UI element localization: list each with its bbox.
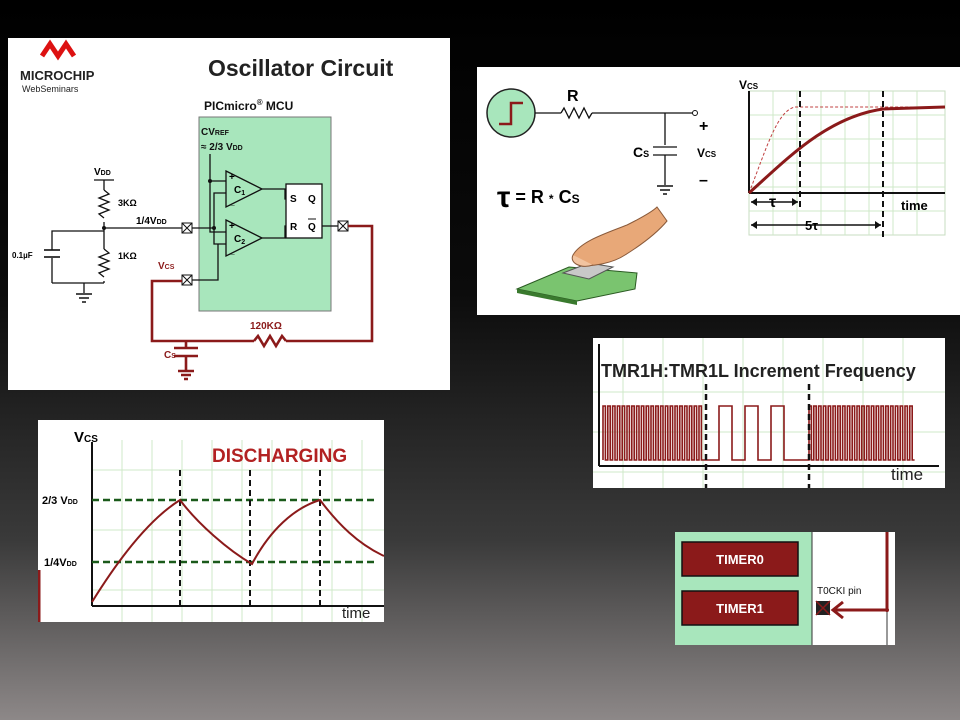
plus-label: + <box>699 118 708 135</box>
oscillator-circuit-diagram: MICROCHIP WebSeminars Oscillator Circuit… <box>12 39 394 381</box>
tmr-frequency-panel: TMR1H:TMR1L Increment Frequency time <box>593 338 945 488</box>
tmr-frequency-diagram: TMR1H:TMR1L Increment Frequency time <box>593 338 945 488</box>
cvref-label: CVREF <box>201 127 230 138</box>
logo-name: MICROCHIP <box>20 68 95 83</box>
cvref-value: ≈ 2/3 VDD <box>201 142 243 153</box>
latch-q: Q <box>308 194 316 205</box>
c1-minus: _ <box>228 196 235 207</box>
tmr-x-label: time <box>891 465 923 484</box>
ground-icon <box>76 293 92 303</box>
graph-x-label: time <box>901 198 928 213</box>
oscillator-circuit-panel: MICROCHIP WebSeminars Oscillator Circuit… <box>8 38 450 390</box>
c2-label: C2 <box>234 234 245 246</box>
r-feedback-label: 120KΩ <box>250 321 282 332</box>
timer0-block <box>681 541 799 577</box>
timer1-label: TIMER1 <box>716 601 764 616</box>
minus-label: – <box>699 172 708 189</box>
charging-curve <box>747 105 946 195</box>
level-high-label: 2/3 VDD <box>42 495 78 507</box>
timer1-block <box>681 590 799 626</box>
vcs-label: VCS <box>697 146 717 160</box>
cap-label: 0.1µF <box>12 251 33 260</box>
r-bottom-label: 1KΩ <box>118 251 137 261</box>
pin-label: T0CKI pin <box>817 586 861 597</box>
tmr-title: TMR1H:TMR1L Increment Frequency <box>601 361 916 381</box>
comparator-c2 <box>225 218 264 258</box>
pin-vcs <box>181 274 193 286</box>
resistor-r <box>560 106 593 120</box>
ground-icon-red <box>178 369 194 381</box>
graph-y-label: VCS <box>739 78 759 92</box>
five-tau-label: 5τ <box>805 218 818 233</box>
resistor-120k <box>252 333 288 349</box>
rc-charging-panel: R CS + VCS – τ = R * CS τ 5τ VCS time <box>477 67 960 315</box>
r-label: R <box>567 88 579 105</box>
comparator-c1 <box>225 169 264 209</box>
quarter-vdd-label: 1/4VDD <box>136 216 167 227</box>
timer-panel: TIMER0 TIMER1 T0CKI pin <box>675 532 895 645</box>
rc-charging-diagram: R CS + VCS – τ = R * CS τ 5τ VCS time <box>486 78 946 305</box>
discharging-curve <box>91 498 384 603</box>
logo-subtitle: WebSeminars <box>22 84 79 94</box>
vcs-label: VCS <box>158 261 175 272</box>
level-low-label: 1/4VDD <box>44 557 77 569</box>
input-signal-wire <box>835 532 889 612</box>
vdd-label: VDD <box>94 167 111 178</box>
c2-plus: + <box>229 221 235 232</box>
latch-r: R <box>290 222 298 233</box>
c2-minus: _ <box>228 245 235 256</box>
latch-qbar: Q <box>308 222 316 233</box>
charging-graph: τ 5τ VCS time <box>739 78 946 237</box>
c1-label: C1 <box>234 185 245 197</box>
resistor-3k <box>97 189 111 219</box>
latch-s: S <box>290 194 297 205</box>
c1-plus: + <box>229 172 235 183</box>
ground-icon <box>657 185 673 195</box>
r-top-label: 3KΩ <box>118 198 137 208</box>
cs-label: CS <box>633 144 649 160</box>
time-constant-formula: τ = R * CS <box>497 181 580 214</box>
sr-latch <box>285 183 323 239</box>
timer-diagram: TIMER0 TIMER1 T0CKI pin <box>675 532 889 645</box>
discharging-panel: VCS DISCHARGING 2/3 VDD 1/4VDD time <box>38 420 384 622</box>
page-title: Oscillator Circuit <box>208 55 394 81</box>
pin-quarter-vdd <box>181 222 193 234</box>
discharging-y-label: VCS <box>74 429 98 446</box>
tmr-square-wave <box>602 405 915 461</box>
microchip-logo-icon <box>39 39 77 61</box>
finger-touch-illustration <box>515 206 668 305</box>
mcu-label: PICmicro® MCU <box>204 98 293 113</box>
discharging-x-label: time <box>342 605 370 622</box>
discharging-title: DISCHARGING <box>212 446 347 467</box>
tau-marker-label: τ <box>769 194 776 211</box>
pin-output <box>337 220 349 232</box>
discharging-diagram: VCS DISCHARGING 2/3 VDD 1/4VDD time <box>38 429 384 622</box>
resistor-1k <box>97 248 111 278</box>
timer0-label: TIMER0 <box>716 552 764 567</box>
cs-label: CS <box>164 350 176 361</box>
arrow-left-icon <box>830 600 844 620</box>
